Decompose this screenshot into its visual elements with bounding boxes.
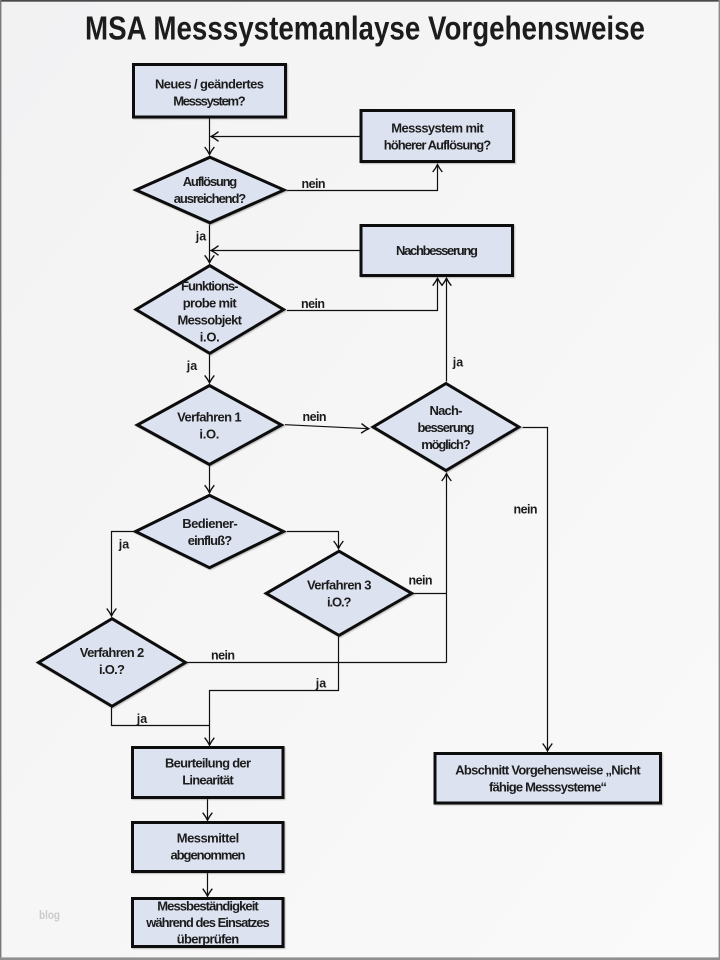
svg-text:nein: nein xyxy=(302,177,326,191)
svg-text:Auflösung: Auflösung xyxy=(183,174,238,189)
svg-text:ja: ja xyxy=(452,356,465,370)
svg-text:höherer Auflösung?: höherer Auflösung? xyxy=(384,138,492,153)
svg-text:Verfahren 2: Verfahren 2 xyxy=(80,645,145,660)
svg-text:während des Einsatzes: während des Einsatzes xyxy=(145,915,270,930)
svg-text:besserung: besserung xyxy=(418,420,475,435)
svg-text:i.O.?: i.O.? xyxy=(99,662,125,677)
svg-text:probe mit: probe mit xyxy=(183,296,238,311)
svg-text:nein: nein xyxy=(211,649,235,663)
svg-text:ja: ja xyxy=(136,712,149,726)
svg-text:MSA Messsystemanlayse Vorgehe: MSA Messsystemanlayse Vorgehensweise xyxy=(85,10,645,47)
svg-text:Verfahren 1: Verfahren 1 xyxy=(177,410,242,425)
svg-text:möglich?: möglich? xyxy=(421,437,471,452)
svg-text:blog: blog xyxy=(39,910,60,922)
svg-text:abgenommen: abgenommen xyxy=(171,848,246,863)
svg-text:i.O.: i.O. xyxy=(199,427,219,442)
svg-text:nein: nein xyxy=(514,503,538,517)
svg-text:überprüfen: überprüfen xyxy=(177,931,240,946)
svg-text:nein: nein xyxy=(303,410,327,424)
svg-text:nein: nein xyxy=(301,297,325,311)
svg-text:Linearität: Linearität xyxy=(182,773,234,788)
svg-text:Nachbesserung: Nachbesserung xyxy=(396,243,478,258)
svg-text:ja: ja xyxy=(195,230,208,244)
svg-text:Beurteilung der: Beurteilung der xyxy=(165,756,251,771)
svg-text:Neues / geändertes: Neues / geändertes xyxy=(155,77,264,92)
svg-text:i.O.: i.O. xyxy=(200,330,220,345)
svg-text:Messobjekt: Messobjekt xyxy=(178,313,243,328)
svg-text:i.O.?: i.O.? xyxy=(327,595,352,610)
svg-text:Bediener-: Bediener- xyxy=(182,516,238,531)
svg-text:nein: nein xyxy=(409,574,433,588)
svg-text:fähige Messsysteme“: fähige Messsysteme“ xyxy=(489,780,607,795)
svg-text:Funktions-: Funktions- xyxy=(181,279,239,294)
svg-text:Messbeständigkeit: Messbeständigkeit xyxy=(157,899,259,914)
svg-text:ja: ja xyxy=(186,359,199,373)
svg-text:Messsystem?: Messsystem? xyxy=(173,94,246,109)
svg-text:ja: ja xyxy=(315,677,328,691)
svg-text:Verfahren 3: Verfahren 3 xyxy=(307,578,372,593)
svg-text:Messsystem mit: Messsystem mit xyxy=(391,121,484,136)
svg-text:ausreichend?: ausreichend? xyxy=(174,191,247,206)
svg-text:einfluß?: einfluß? xyxy=(188,533,233,548)
svg-text:Abschnitt Vorgehensweise „Nich: Abschnitt Vorgehensweise „Nicht xyxy=(455,763,641,778)
svg-text:Nach-: Nach- xyxy=(430,403,463,418)
svg-text:ja: ja xyxy=(118,538,131,552)
svg-text:Messmittel: Messmittel xyxy=(177,831,240,846)
